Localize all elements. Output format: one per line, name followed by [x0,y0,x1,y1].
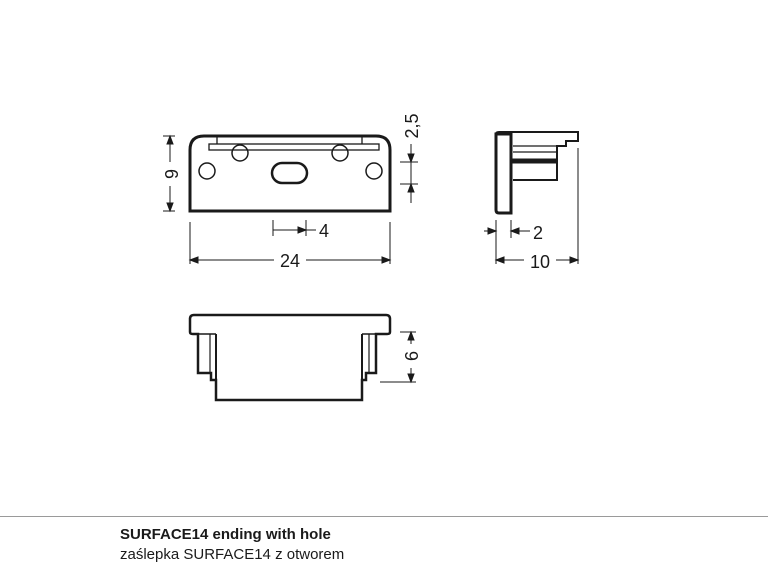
caption: SURFACE14 ending with hole zaślepka SURF… [120,525,344,565]
front-view [188,134,392,213]
dim-4: 4 [319,221,329,241]
front-view-dimensions [163,134,418,264]
dim-9: 9 [162,169,182,179]
dim-6: 6 [402,351,422,361]
caption-title: SURFACE14 ending with hole [120,526,331,543]
dim-24: 24 [280,251,300,271]
caption-subtitle: zaślepka SURFACE14 z otworem [120,546,345,563]
dim-2: 2 [533,223,543,243]
dim-2-5: 2,5 [402,113,422,138]
side-view-dimensions [484,148,580,264]
side-view [494,131,579,215]
top-view [188,313,392,402]
technical-drawing: 9 4 24 2,5 2 10 [162,113,580,402]
dim-10: 10 [530,252,550,272]
divider-line [0,516,768,517]
top-view-dimensions [380,330,416,384]
